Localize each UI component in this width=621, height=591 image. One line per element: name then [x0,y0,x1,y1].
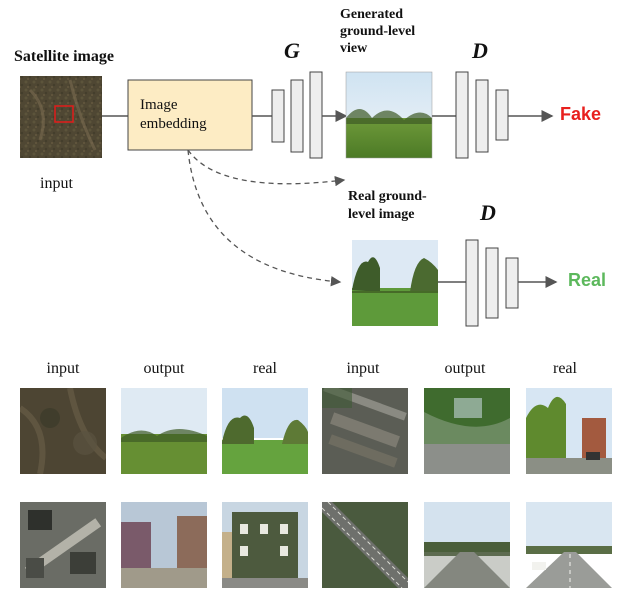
fake-label: Fake [560,104,602,124]
real-label: Real [568,270,607,290]
discriminator-symbol-top: D [472,38,488,63]
generated-view-label: Generated ground-level view [340,6,415,57]
generator-symbol: G [284,38,300,63]
discriminator-symbol-bottom: D [480,200,496,225]
satellite-thumbnail [20,388,106,474]
real-ground-level-image [352,240,438,326]
column-label: output [444,360,486,377]
real-image-label: Real ground- level image [348,188,427,224]
photo-thumbnail [222,502,308,588]
generated-view-image [345,71,433,159]
column-label: output [143,360,185,377]
column-label: real [553,360,577,377]
generated-thumbnail [121,502,207,588]
photo-thumbnail [526,388,612,474]
satellite-thumbnail [322,502,408,588]
photo-thumbnail [222,388,308,474]
column-label: real [253,360,277,377]
column-label: input [46,360,80,377]
real-image-label-line2: level image [348,207,415,222]
column-label: input [346,360,380,377]
input-label: input [40,175,73,192]
generated-thumbnail [424,388,510,474]
image-embedding-label: Image embedding [140,97,207,132]
generated-view-label-line1: Generated [340,7,403,22]
satellite-thumbnail [20,502,106,588]
generator-network [271,71,323,159]
photo-thumbnail [526,502,612,588]
generated-thumbnail [121,388,207,474]
satellite-image-label: Satellite image [14,48,114,65]
real-image-label-line1: Real ground- [348,189,427,204]
satellite-input-image [20,76,102,158]
crop-marker [54,105,74,123]
image-embedding-box [127,79,253,151]
gan-architecture-diagram [20,71,558,327]
generated-thumbnail [424,502,510,588]
discriminator-network-bottom [465,239,519,327]
generated-view-label-line3: view [340,41,368,56]
generated-view-label-line2: ground-level [340,24,416,39]
embedding-to-real-dashed-arrow-bottom [187,149,342,287]
embedding-to-real-dashed-arrow-top [187,149,346,187]
discriminator-network-top [455,71,509,159]
satellite-thumbnail [322,388,408,474]
